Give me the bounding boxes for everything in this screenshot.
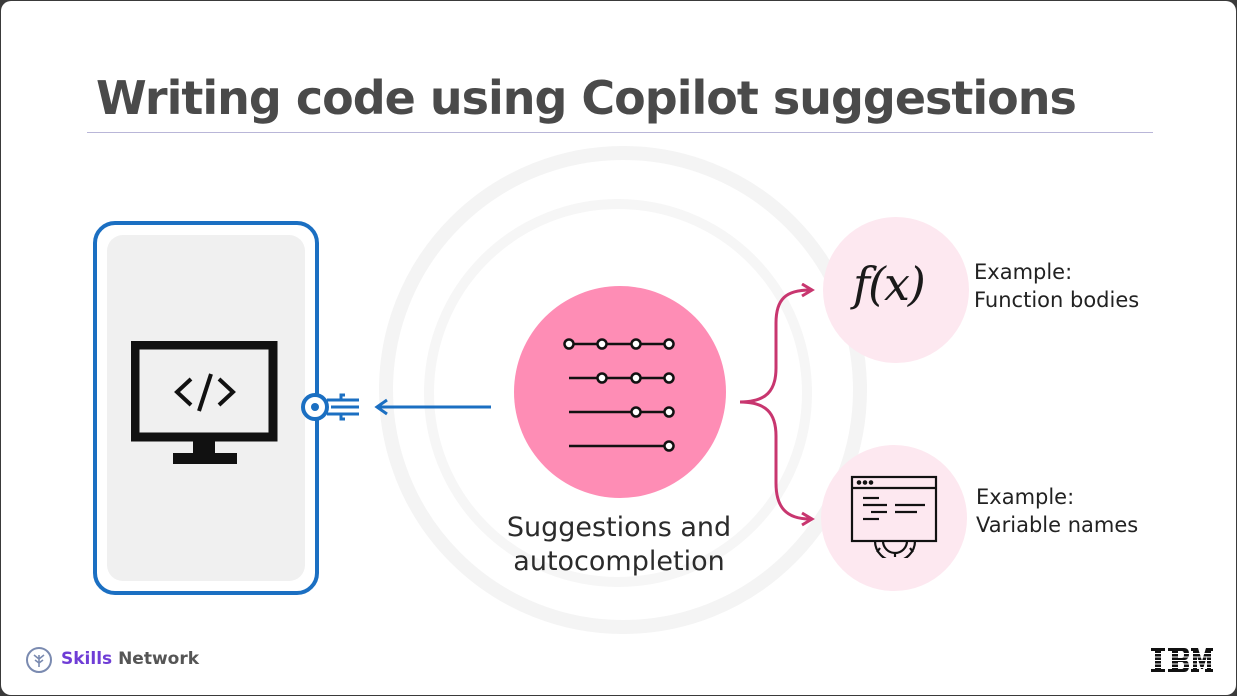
- variable-example-circle: [821, 445, 967, 591]
- example-function-bodies: Example: Function bodies: [974, 258, 1139, 314]
- branch-brace-icon: [739, 283, 815, 527]
- arrow-left-icon: [374, 398, 491, 416]
- example-heading: Example:: [976, 485, 1075, 509]
- ibm-logo: [1151, 648, 1215, 672]
- title-divider: [87, 132, 1153, 133]
- background-ring-inner: [424, 199, 812, 587]
- example-variable-names: Example: Variable names: [976, 483, 1138, 539]
- example-heading: Example:: [974, 260, 1073, 284]
- connector-plug-icon: [301, 393, 359, 421]
- suggestion-sliders-icon: [563, 338, 675, 452]
- slide-title: Writing code using Copilot suggestions: [96, 71, 1077, 125]
- suggestions-circle: [514, 286, 726, 498]
- code-settings-icon: [850, 475, 938, 558]
- function-icon: f(x): [853, 257, 926, 311]
- suggestions-label: Suggestions and autocompletion: [479, 511, 759, 579]
- skills-network-brand: Skills Network: [61, 649, 199, 669]
- code-monitor-icon: [131, 341, 278, 464]
- example-description: Variable names: [976, 513, 1139, 537]
- brand-accent-text: Skills: [61, 649, 113, 669]
- brand-rest-text: Network: [112, 649, 200, 669]
- example-description: Function bodies: [974, 288, 1140, 312]
- function-example-circle: [823, 217, 969, 363]
- suggestions-label-line1: Suggestions and: [506, 512, 732, 543]
- skills-network-logo-icon: [26, 647, 52, 673]
- suggestions-label-line2: autocompletion: [513, 546, 725, 577]
